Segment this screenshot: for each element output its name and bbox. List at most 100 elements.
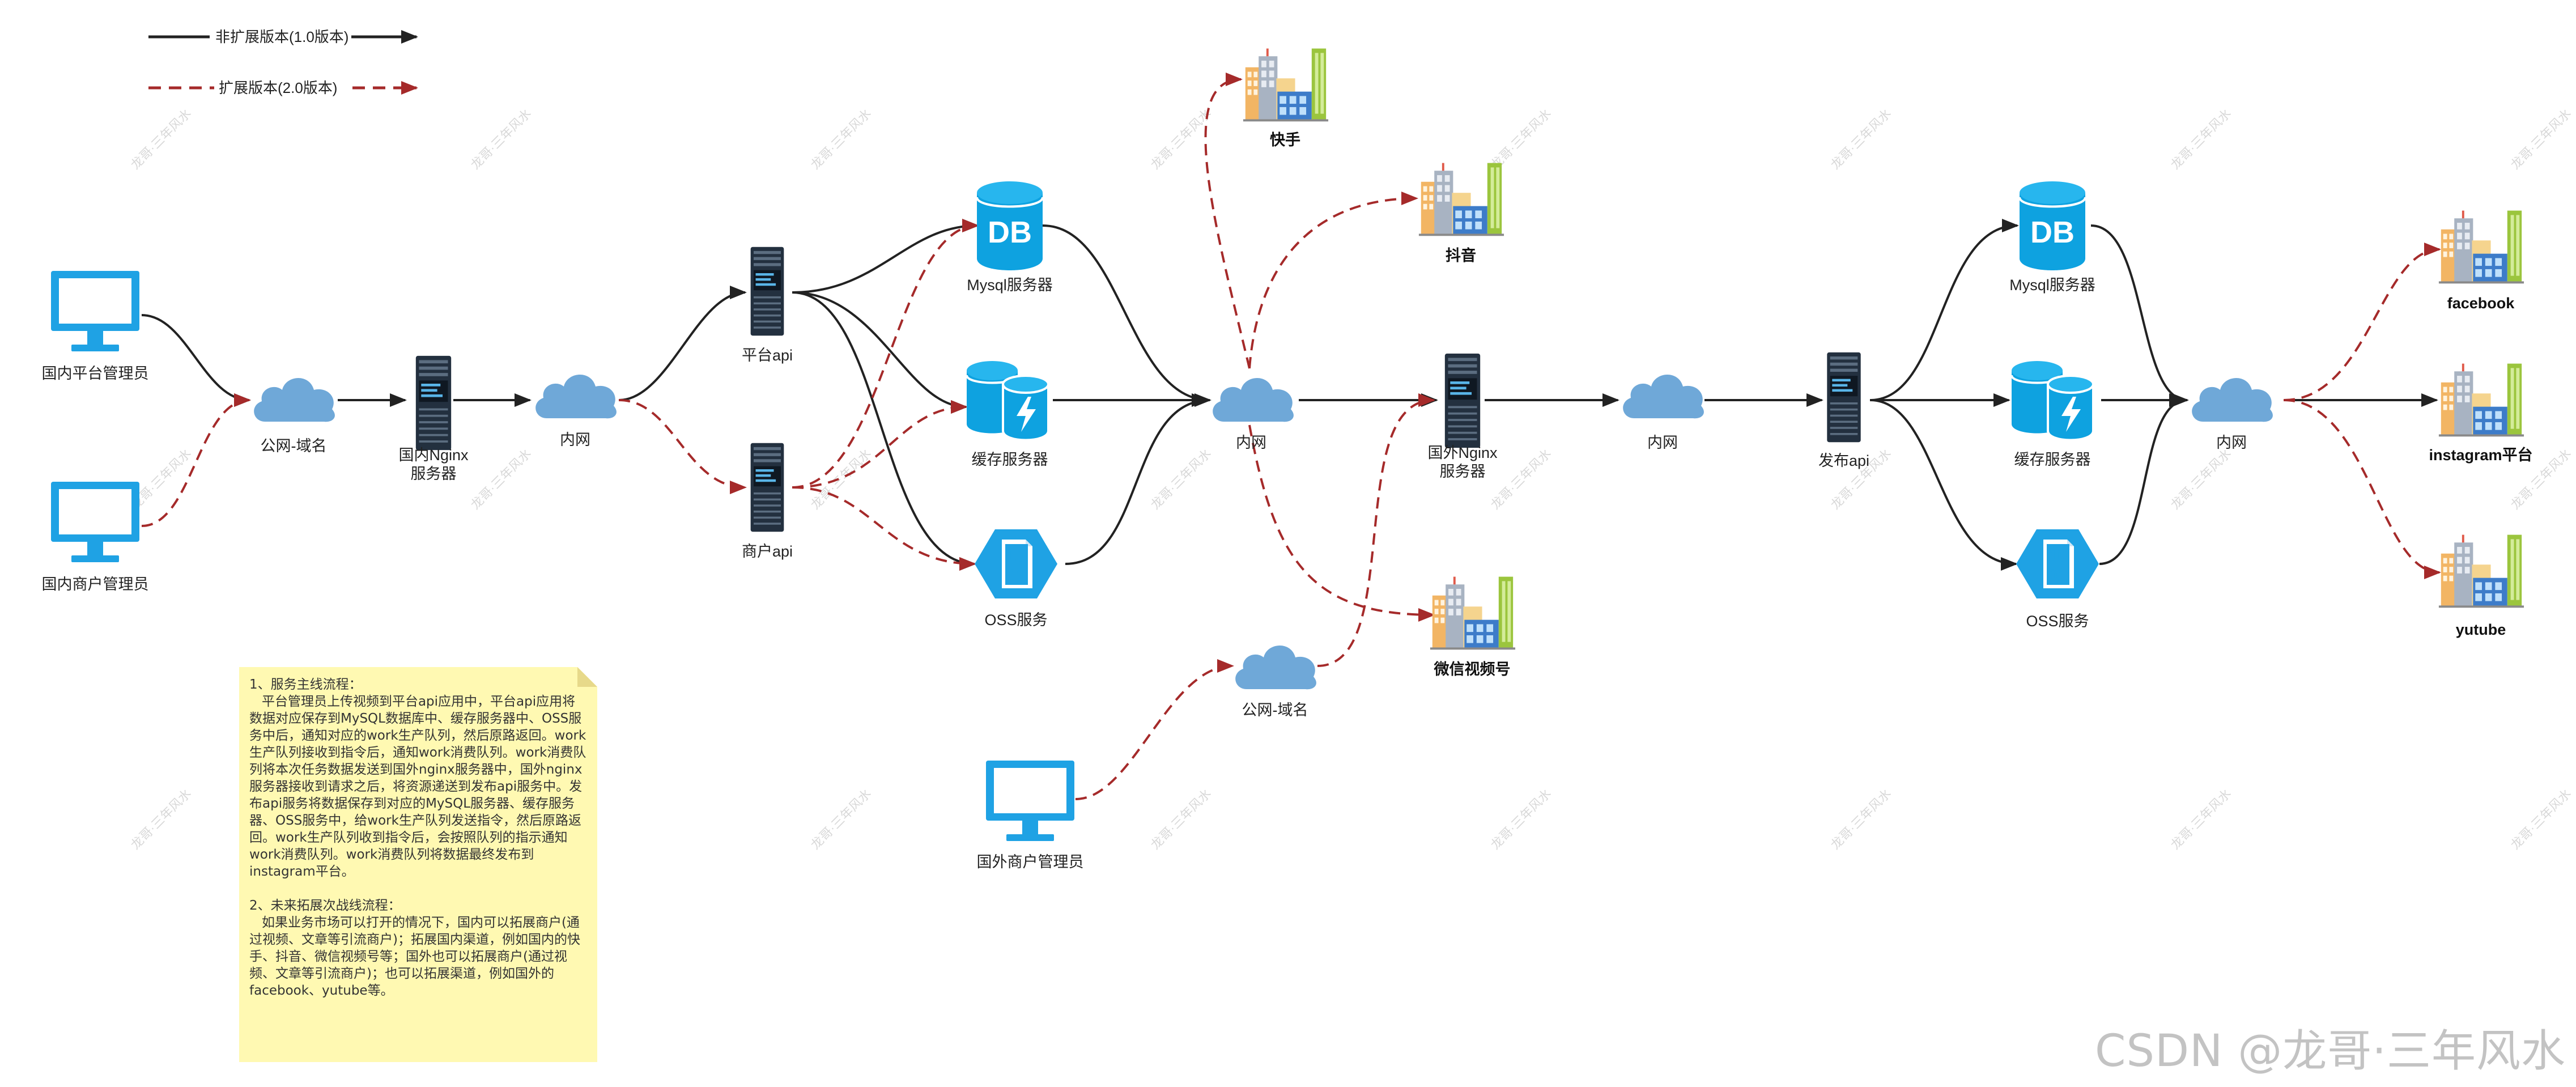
watermark-text: 龙哥·三年风水 <box>2168 106 2234 172</box>
domestic-merchant-admin-node: 国内商户管理员 <box>42 482 149 593</box>
foreign-nginx-node: 国外Nginx 服务器 <box>1427 353 1498 480</box>
watermark-text: 龙哥·三年风水 <box>1148 106 1214 172</box>
oss-label-2: OSS服务 <box>2026 613 2089 630</box>
monitor-icon <box>986 761 1074 841</box>
cache-icon <box>2010 360 2094 441</box>
oss-service-node-1: 10 01 OSS服务 <box>975 529 1057 629</box>
cache-label-2: 缓存服务器 <box>2014 451 2091 468</box>
foreign-merchant-admin-node: 国外商户管理员 <box>977 761 1084 871</box>
instagram-node: instagram平台 <box>2429 363 2533 464</box>
oss-icon-text-top: 10 <box>1006 546 1025 565</box>
watermark-text: 龙哥·三年风水 <box>1488 786 1554 852</box>
mysql-label-2: Mysql服务器 <box>2009 277 2095 294</box>
watermark-text: 龙哥·三年风水 <box>2168 786 2234 852</box>
intranet-label-2: 内网 <box>1236 434 1266 451</box>
cloud-icon <box>2192 377 2273 422</box>
merchant-api-node: 商户api <box>742 443 793 560</box>
domestic-nginx-label-line1: 国内Nginx <box>398 447 469 464</box>
solid-connectors <box>141 219 2438 571</box>
public-domain-label-1: 公网-域名 <box>261 438 327 455</box>
process-description-note: 1、服务主线流程： 平台管理员上传视频到平台api应用中，平台api应用将数据对… <box>239 667 597 1062</box>
csdn-watermark: CSDN @龙哥·三年风水 <box>2095 1026 2566 1077</box>
note-spacer <box>249 880 587 897</box>
intranet-label-4: 内网 <box>2216 434 2247 451</box>
note-heading-1: 1、服务主线流程： <box>249 677 362 692</box>
server-icon <box>750 247 784 336</box>
public-domain-label-2: 公网-域名 <box>1242 702 1308 719</box>
cloud-icon <box>1213 377 1294 422</box>
server-icon <box>750 443 784 532</box>
watermark-text: 龙哥·三年风水 <box>1828 786 1894 852</box>
foreign-merchant-admin-label: 国外商户管理员 <box>977 854 1084 871</box>
platform-api-node: 平台api <box>742 247 793 364</box>
wechat-video-label: 微信视频号 <box>1434 661 1511 678</box>
cache-label-1: 缓存服务器 <box>972 451 1048 468</box>
watermark-text: 龙哥·三年风水 <box>128 786 194 852</box>
city-buildings-icon <box>1243 48 1329 122</box>
intranet-node-3: 内网 <box>1623 374 1704 451</box>
instagram-label: instagram平台 <box>2429 446 2532 464</box>
intranet-node-4: 内网 <box>2192 377 2273 451</box>
watermark-text: 龙哥·三年风水 <box>808 786 874 852</box>
yutube-label: yutube <box>2456 621 2506 638</box>
server-icon <box>1444 353 1481 448</box>
watermark-text: 龙哥·三年风水 <box>1488 446 1554 512</box>
domestic-platform-admin-node: 国内平台管理员 <box>42 271 149 382</box>
watermark-text: 龙哥·三年风水 <box>1148 446 1214 512</box>
oss-icon-text-bottom: 01 <box>2048 566 2067 585</box>
mysql-server-node-1: DB Mysql服务器 <box>967 180 1053 294</box>
monitor-icon <box>51 271 139 351</box>
kuaishou-label: 快手 <box>1270 131 1300 148</box>
db-icon-text: DB <box>2030 215 2075 249</box>
foreign-nginx-label-line1: 国外Nginx <box>1427 444 1498 461</box>
platform-api-label: 平台api <box>742 347 793 364</box>
city-buildings-icon <box>2438 534 2524 608</box>
merchant-api-label: 商户api <box>742 543 793 560</box>
city-buildings-icon <box>2438 210 2524 284</box>
facebook-label: facebook <box>2447 295 2515 312</box>
watermark-text: 龙哥·三年风水 <box>2508 786 2574 852</box>
watermark-text: 龙哥·三年风水 <box>2508 106 2574 172</box>
monitor-icon <box>51 482 139 562</box>
wechat-video-node: 微信视频号 <box>1430 576 1516 678</box>
foreign-nginx-label-line2: 服务器 <box>1440 463 1486 480</box>
public-domain-node-2: 公网-域名 <box>1235 645 1316 719</box>
cache-server-node-1: 缓存服务器 <box>966 360 1049 468</box>
city-buildings-icon <box>1418 163 1504 236</box>
facebook-node: facebook <box>2438 210 2524 312</box>
oss-icon-text-bottom: 01 <box>1006 566 1025 585</box>
server-icon <box>1827 352 1861 443</box>
douyin-node: 抖音 <box>1418 163 1504 264</box>
yutube-node: yutube <box>2438 534 2524 638</box>
watermark-text: 龙哥·三年风水 <box>128 106 194 172</box>
note-body-2: 如果业务市场可以打开的情况下，国内可以拓展商户(通过视频、文章等引流商户)；拓展… <box>249 915 580 998</box>
cache-icon <box>966 360 1049 441</box>
note-heading-2: 2、未来拓展次战线流程： <box>249 898 401 913</box>
oss-label-1: OSS服务 <box>984 612 1047 629</box>
note-body-1: 平台管理员上传视频到平台api应用中，平台api应用将数据对应保存到MySQL数… <box>249 694 586 879</box>
intranet-node-2: 内网 <box>1213 377 1294 451</box>
domestic-nginx-node: 国内Nginx 服务器 <box>398 355 469 482</box>
legend: 非扩展版本(1.0版本) 扩展版本(2.0版本) <box>148 26 418 97</box>
db-icon-text: DB <box>988 215 1032 249</box>
cache-server-node-2: 缓存服务器 <box>2010 360 2094 468</box>
public-domain-node-1: 公网-域名 <box>254 377 335 455</box>
watermark-text: 龙哥·三年风水 <box>468 446 534 512</box>
watermark-text: 龙哥·三年风水 <box>1828 106 1894 172</box>
douyin-label: 抖音 <box>1446 247 1476 264</box>
cloud-icon <box>535 374 617 419</box>
mysql-label-1: Mysql服务器 <box>967 277 1053 294</box>
domestic-platform-admin-label: 国内平台管理员 <box>42 365 149 382</box>
cloud-icon <box>1623 374 1704 419</box>
city-buildings-icon <box>1430 576 1516 650</box>
publish-api-node: 发布api <box>1818 352 1869 469</box>
watermark-text: 龙哥·三年风水 <box>1488 106 1554 172</box>
watermark-text: 龙哥·三年风水 <box>808 106 874 172</box>
legend-solid-label: 非扩展版本(1.0版本) <box>215 28 348 45</box>
oss-icon-text-top: 10 <box>2048 546 2067 565</box>
legend-dashed-label: 扩展版本(2.0版本) <box>219 79 337 96</box>
city-buildings-icon <box>2438 363 2524 437</box>
intranet-node-1: 内网 <box>535 374 617 448</box>
domestic-nginx-label-line2: 服务器 <box>411 465 457 482</box>
